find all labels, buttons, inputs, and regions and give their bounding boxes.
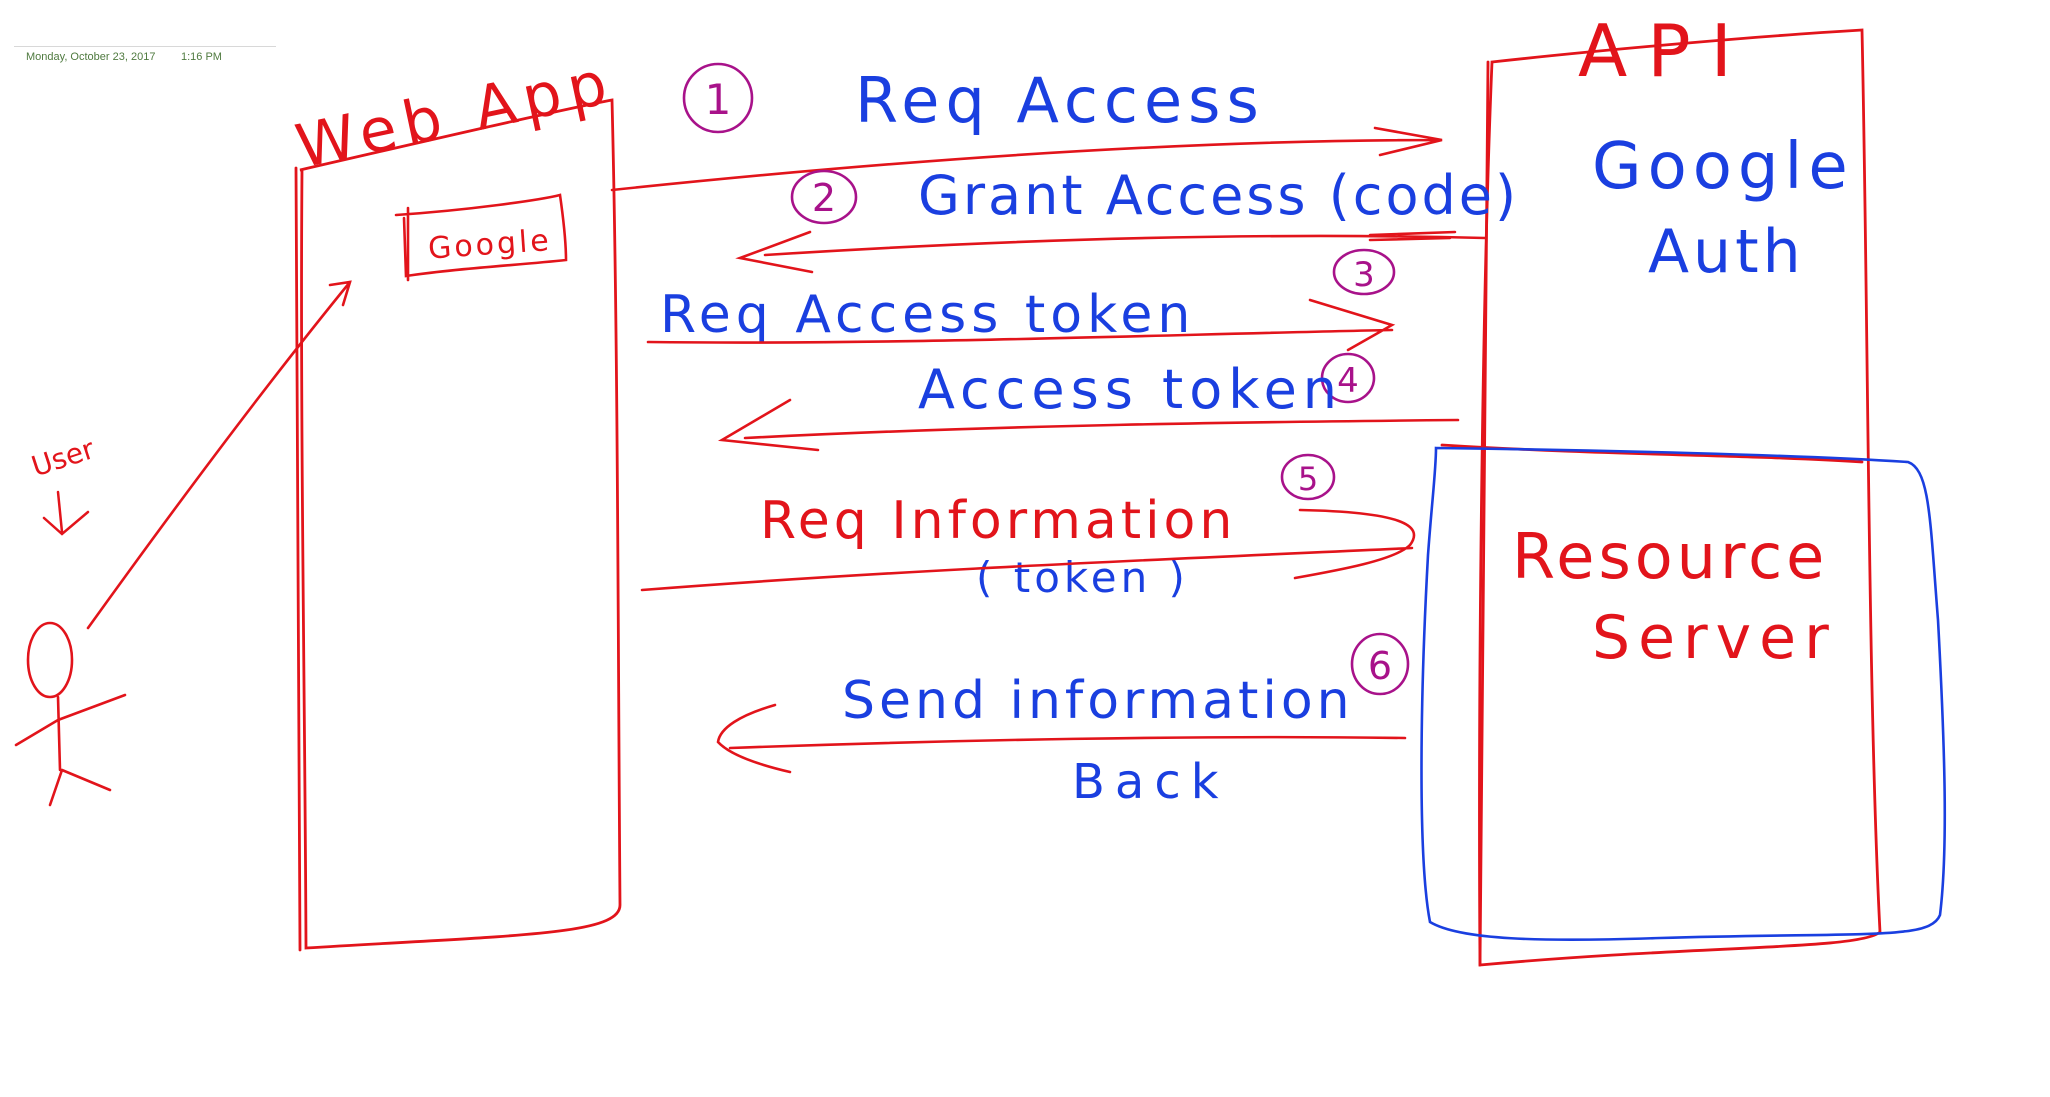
step-6-marker: 6 [1350, 632, 1410, 696]
step-3-number: 3 [1353, 255, 1375, 295]
step-4: 4 Access token [717, 352, 1460, 452]
step-2-label: Grant Access (code) [918, 164, 1519, 227]
step-5-arrow [640, 508, 1416, 592]
web-app-title: Web App [290, 47, 621, 183]
google-auth-line1: Google [1592, 130, 1854, 204]
step-6: 6 Send information Back [716, 632, 1410, 810]
web-app-box [294, 98, 622, 952]
api-title: API [1578, 9, 1752, 93]
user-to-webapp-arrow [86, 280, 352, 630]
step-3-label: Req Access token [660, 285, 1195, 345]
step-5-marker: 5 [1280, 453, 1336, 501]
user-figure [14, 621, 127, 807]
step-2-marker: 2 [790, 169, 858, 225]
note-date: Monday, October 23, 2017 [26, 51, 156, 63]
step-2-number: 2 [812, 176, 836, 220]
user-down-arrow [42, 490, 90, 536]
step-6-number: 6 [1368, 644, 1392, 688]
step-1: 1 Req Access [610, 62, 1443, 192]
google-button-label: Google [427, 223, 553, 267]
resource-server-box [1420, 446, 1947, 942]
step-6-label: Send information [842, 671, 1354, 731]
step-1-number: 1 [705, 75, 732, 124]
step-5-label: Req Information [760, 491, 1236, 551]
resource-server-line1: Resource [1512, 520, 1828, 593]
step-3-marker: 3 [1332, 248, 1396, 296]
step-3-arrow [646, 298, 1396, 352]
user-body [14, 693, 127, 807]
step-2-arrow [735, 230, 1487, 274]
google-button-border [394, 193, 568, 282]
step-1-arrow [610, 126, 1443, 192]
step-1-label: Req Access [855, 64, 1265, 137]
user-head [26, 621, 74, 699]
step-1-marker: 1 [682, 62, 754, 134]
step-4-number: 4 [1337, 361, 1359, 401]
note-header: Monday, October 23, 2017 1:16 PM [14, 46, 276, 69]
note-time: 1:16 PM [181, 51, 222, 63]
step-6-sublabel: Back [1072, 754, 1229, 810]
step-5: 5 Req Information ( token ) [640, 453, 1416, 602]
user-label: User [27, 432, 98, 483]
google-auth-line2: Auth [1648, 217, 1805, 287]
step-6-arrow [716, 703, 1407, 774]
step-5-number: 5 [1298, 460, 1318, 498]
resource-server-line2: Server [1592, 603, 1837, 673]
step-2: 2 Grant Access (code) [735, 164, 1519, 274]
google-signin-button[interactable]: Google [394, 193, 568, 282]
step-4-marker: 4 [1320, 352, 1376, 404]
step-3: 3 Req Access token [646, 248, 1396, 352]
step-4-label: Access token [918, 358, 1343, 421]
step-4-arrow [717, 398, 1460, 452]
